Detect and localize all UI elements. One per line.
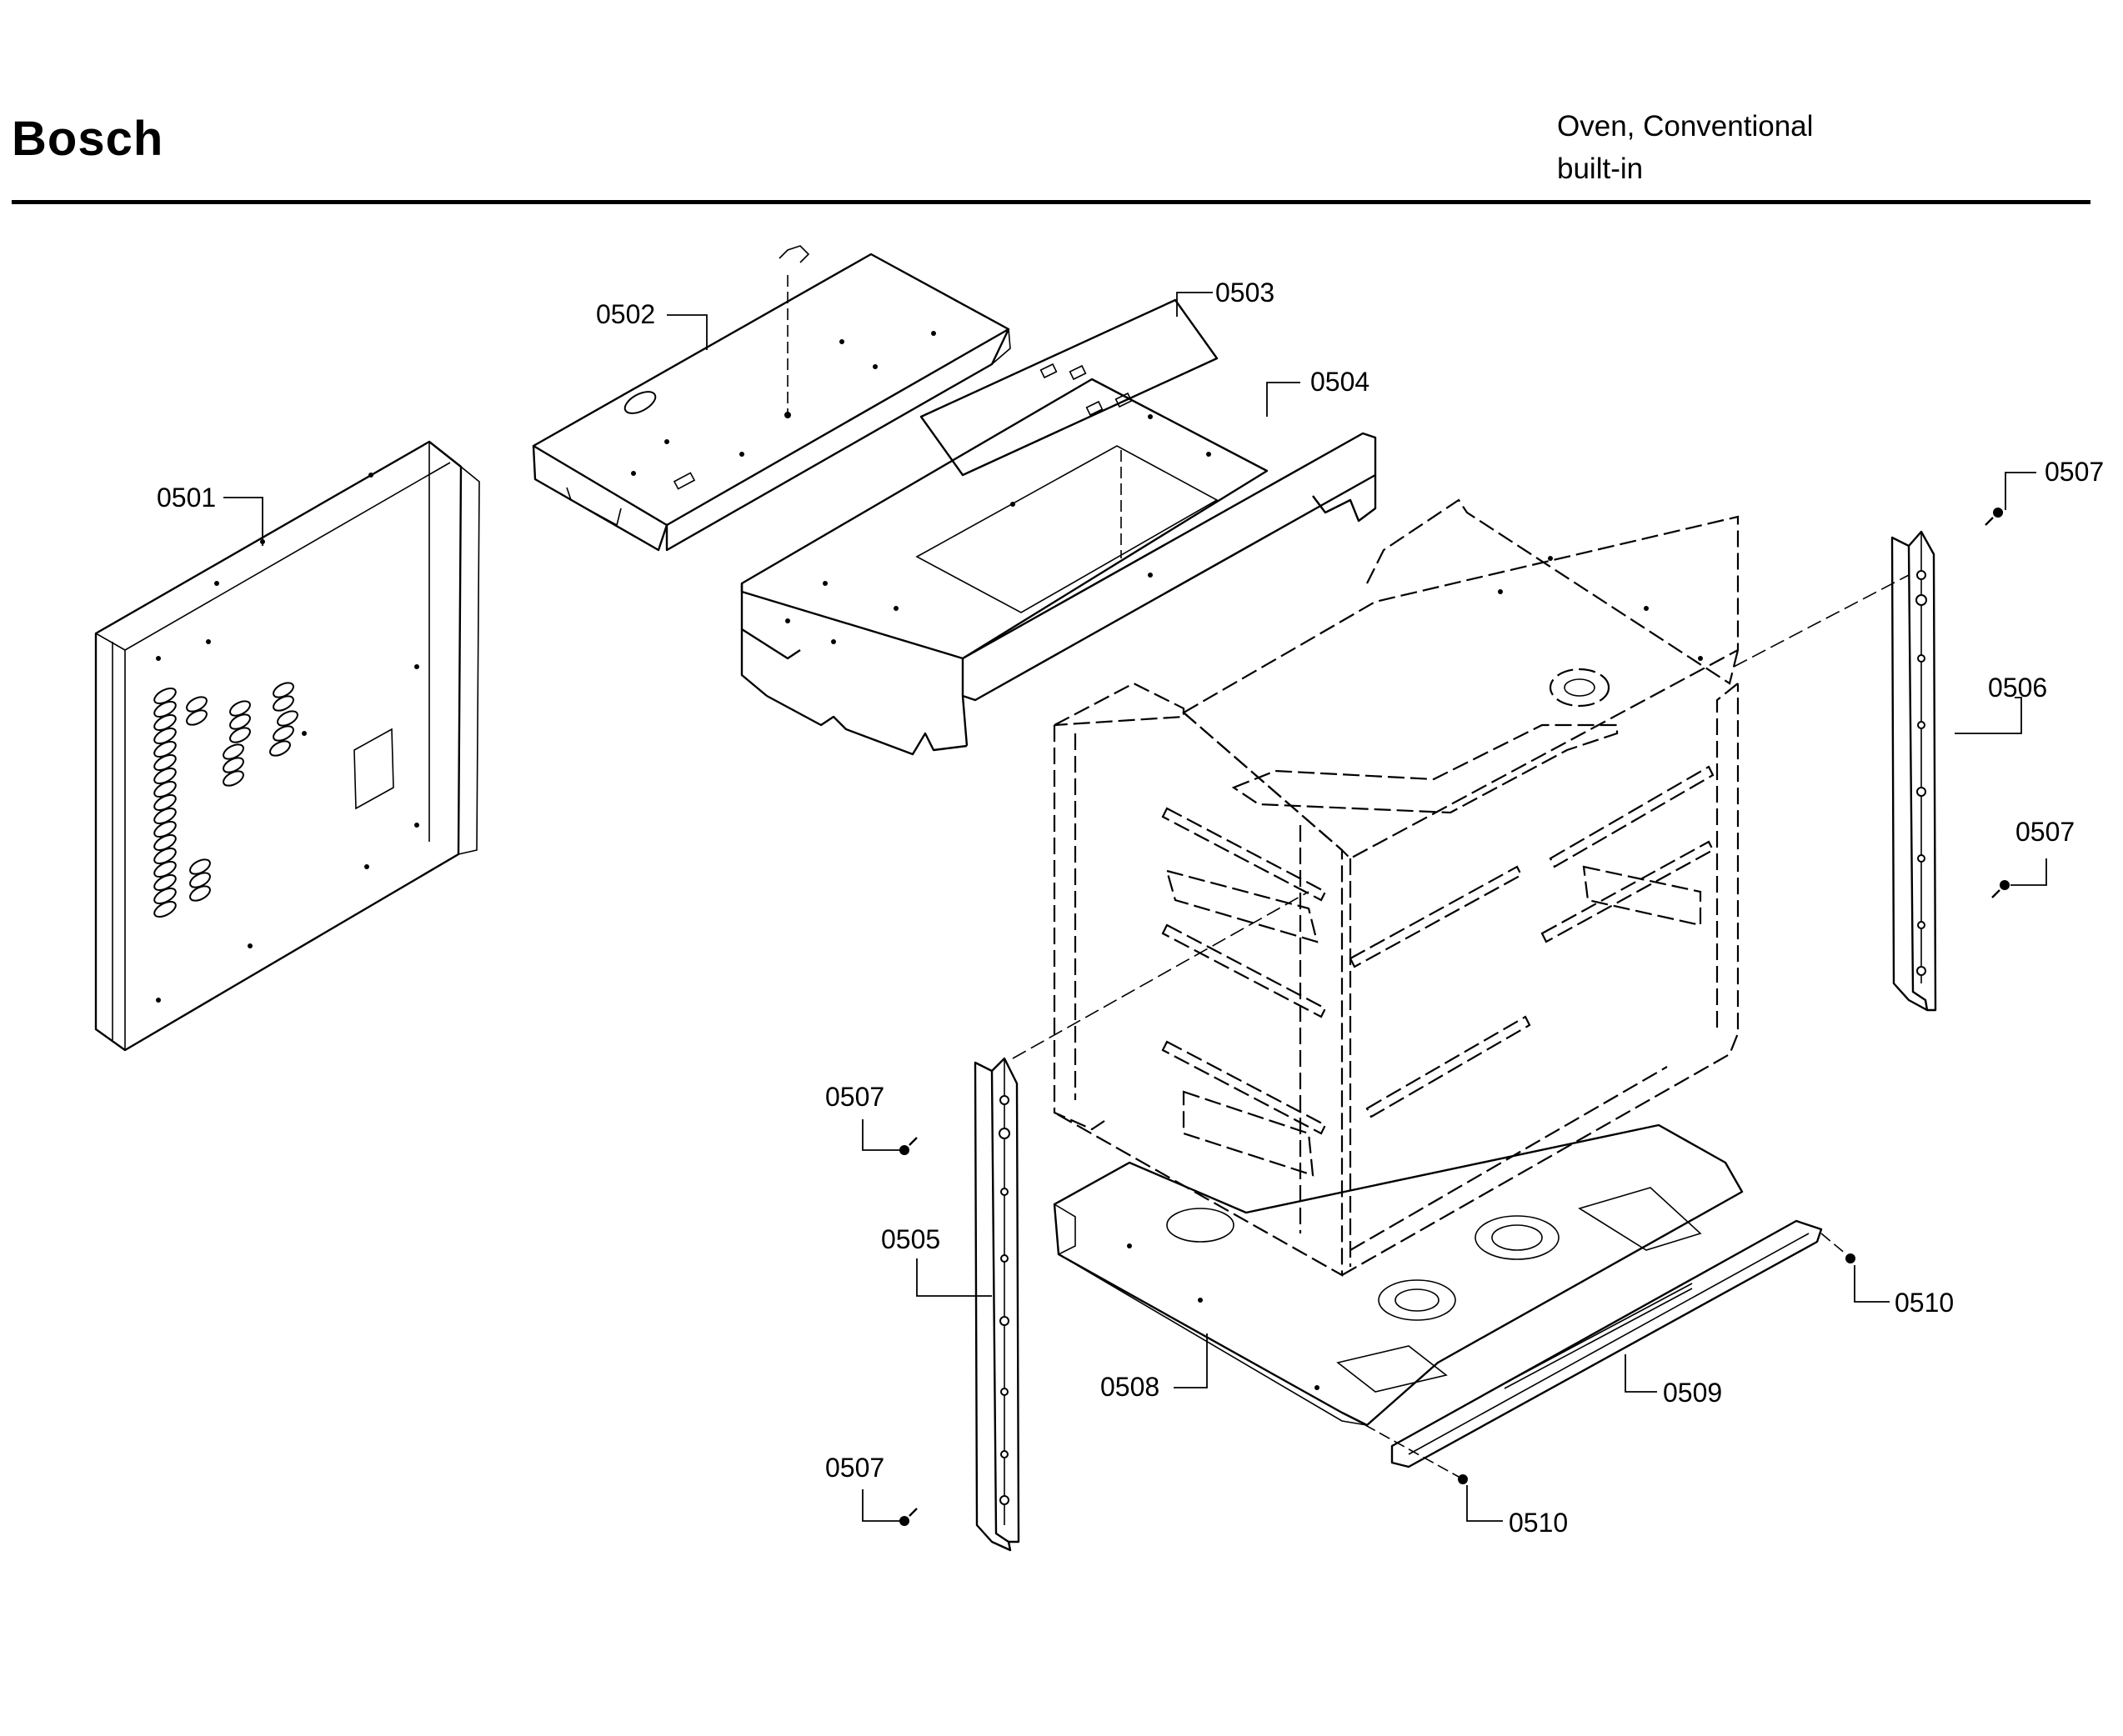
part-0504-upper-housing (740, 378, 1377, 756)
product-subtype: built-in (1557, 153, 1644, 185)
callout-0507-bottom-left: 0507 (825, 1453, 884, 1483)
screw-icon (1991, 880, 2010, 898)
part-0509-trim-strip (1390, 1219, 1823, 1468)
callout-leaders (223, 292, 2047, 1522)
callout-0510-bottom: 0510 (1509, 1508, 1568, 1538)
part-0501-side-panel (94, 440, 480, 1052)
product-description: Oven, Conventional built-in (1557, 105, 1813, 190)
part-0505-left-rail (974, 1057, 1020, 1552)
callout-labels: 0501 0502 0503 0504 0505 0506 0507 0507 … (157, 278, 2104, 1538)
part-0502-top-cover (532, 245, 1011, 552)
screw-icon (1985, 508, 2003, 526)
screws (899, 508, 2010, 1526)
part-0503-insulation-sheet (919, 298, 1219, 477)
oven-cavity-frame (1012, 498, 1910, 1277)
part-0508-bottom-plate (1053, 1123, 1744, 1427)
callout-0503: 0503 (1215, 278, 1274, 308)
callout-0505: 0505 (881, 1224, 940, 1254)
screw-icon (1458, 1474, 1468, 1484)
part-0506-right-rail (1890, 530, 1937, 1012)
screw-icon (899, 1508, 918, 1526)
product-type: Oven, Conventional (1557, 110, 1814, 143)
screw-icon (899, 1137, 918, 1155)
callout-0507-mid-right: 0507 (2015, 817, 2075, 847)
header-divider (12, 200, 2090, 204)
brand-title: Bosch (12, 112, 164, 166)
callout-0508: 0508 (1100, 1372, 1159, 1402)
callout-0506: 0506 (1988, 673, 2047, 703)
callout-0507-mid-left: 0507 (825, 1082, 884, 1112)
callout-0510-right: 0510 (1895, 1288, 1954, 1318)
callout-0509: 0509 (1663, 1378, 1722, 1408)
screw-icon (1845, 1253, 1855, 1263)
callout-0501: 0501 (157, 483, 216, 513)
callout-0504: 0504 (1310, 367, 1369, 397)
callout-0502: 0502 (596, 299, 655, 329)
callout-0507-top-right: 0507 (2045, 457, 2104, 487)
